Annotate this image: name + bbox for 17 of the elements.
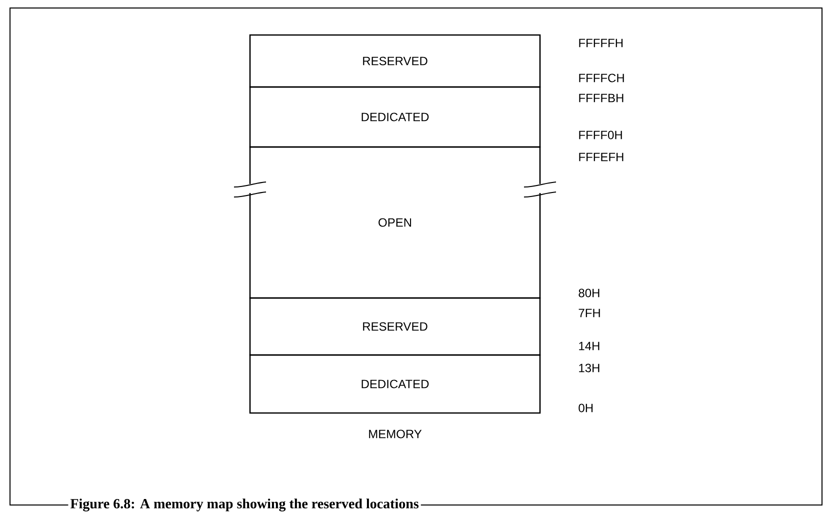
memory-block: DEDICATED (249, 86, 541, 148)
address-label: 14H (579, 342, 600, 350)
address-label: 13H (579, 364, 600, 372)
memory-block: DEDICATED (249, 354, 541, 414)
memory-label: MEMORY (369, 430, 422, 438)
broken-memory-block: OPEN (234, 146, 556, 299)
address-label: FFFFCH (579, 74, 624, 82)
memory-block: RESERVED (249, 297, 541, 356)
address-label: 7FH (578, 308, 600, 318)
memory-block: RESERVED (249, 34, 541, 88)
address-label: FFFEFH (579, 152, 624, 162)
figure-caption: Figure 6.8: A memory map showing the reserved locations (68, 496, 421, 514)
address-label: 0H (578, 404, 593, 412)
address-label: FFFF0H (579, 130, 622, 140)
address-label: FFFFBH (579, 94, 624, 102)
address-label: FFFFFH (579, 38, 623, 48)
address-label: 80H (578, 288, 600, 298)
